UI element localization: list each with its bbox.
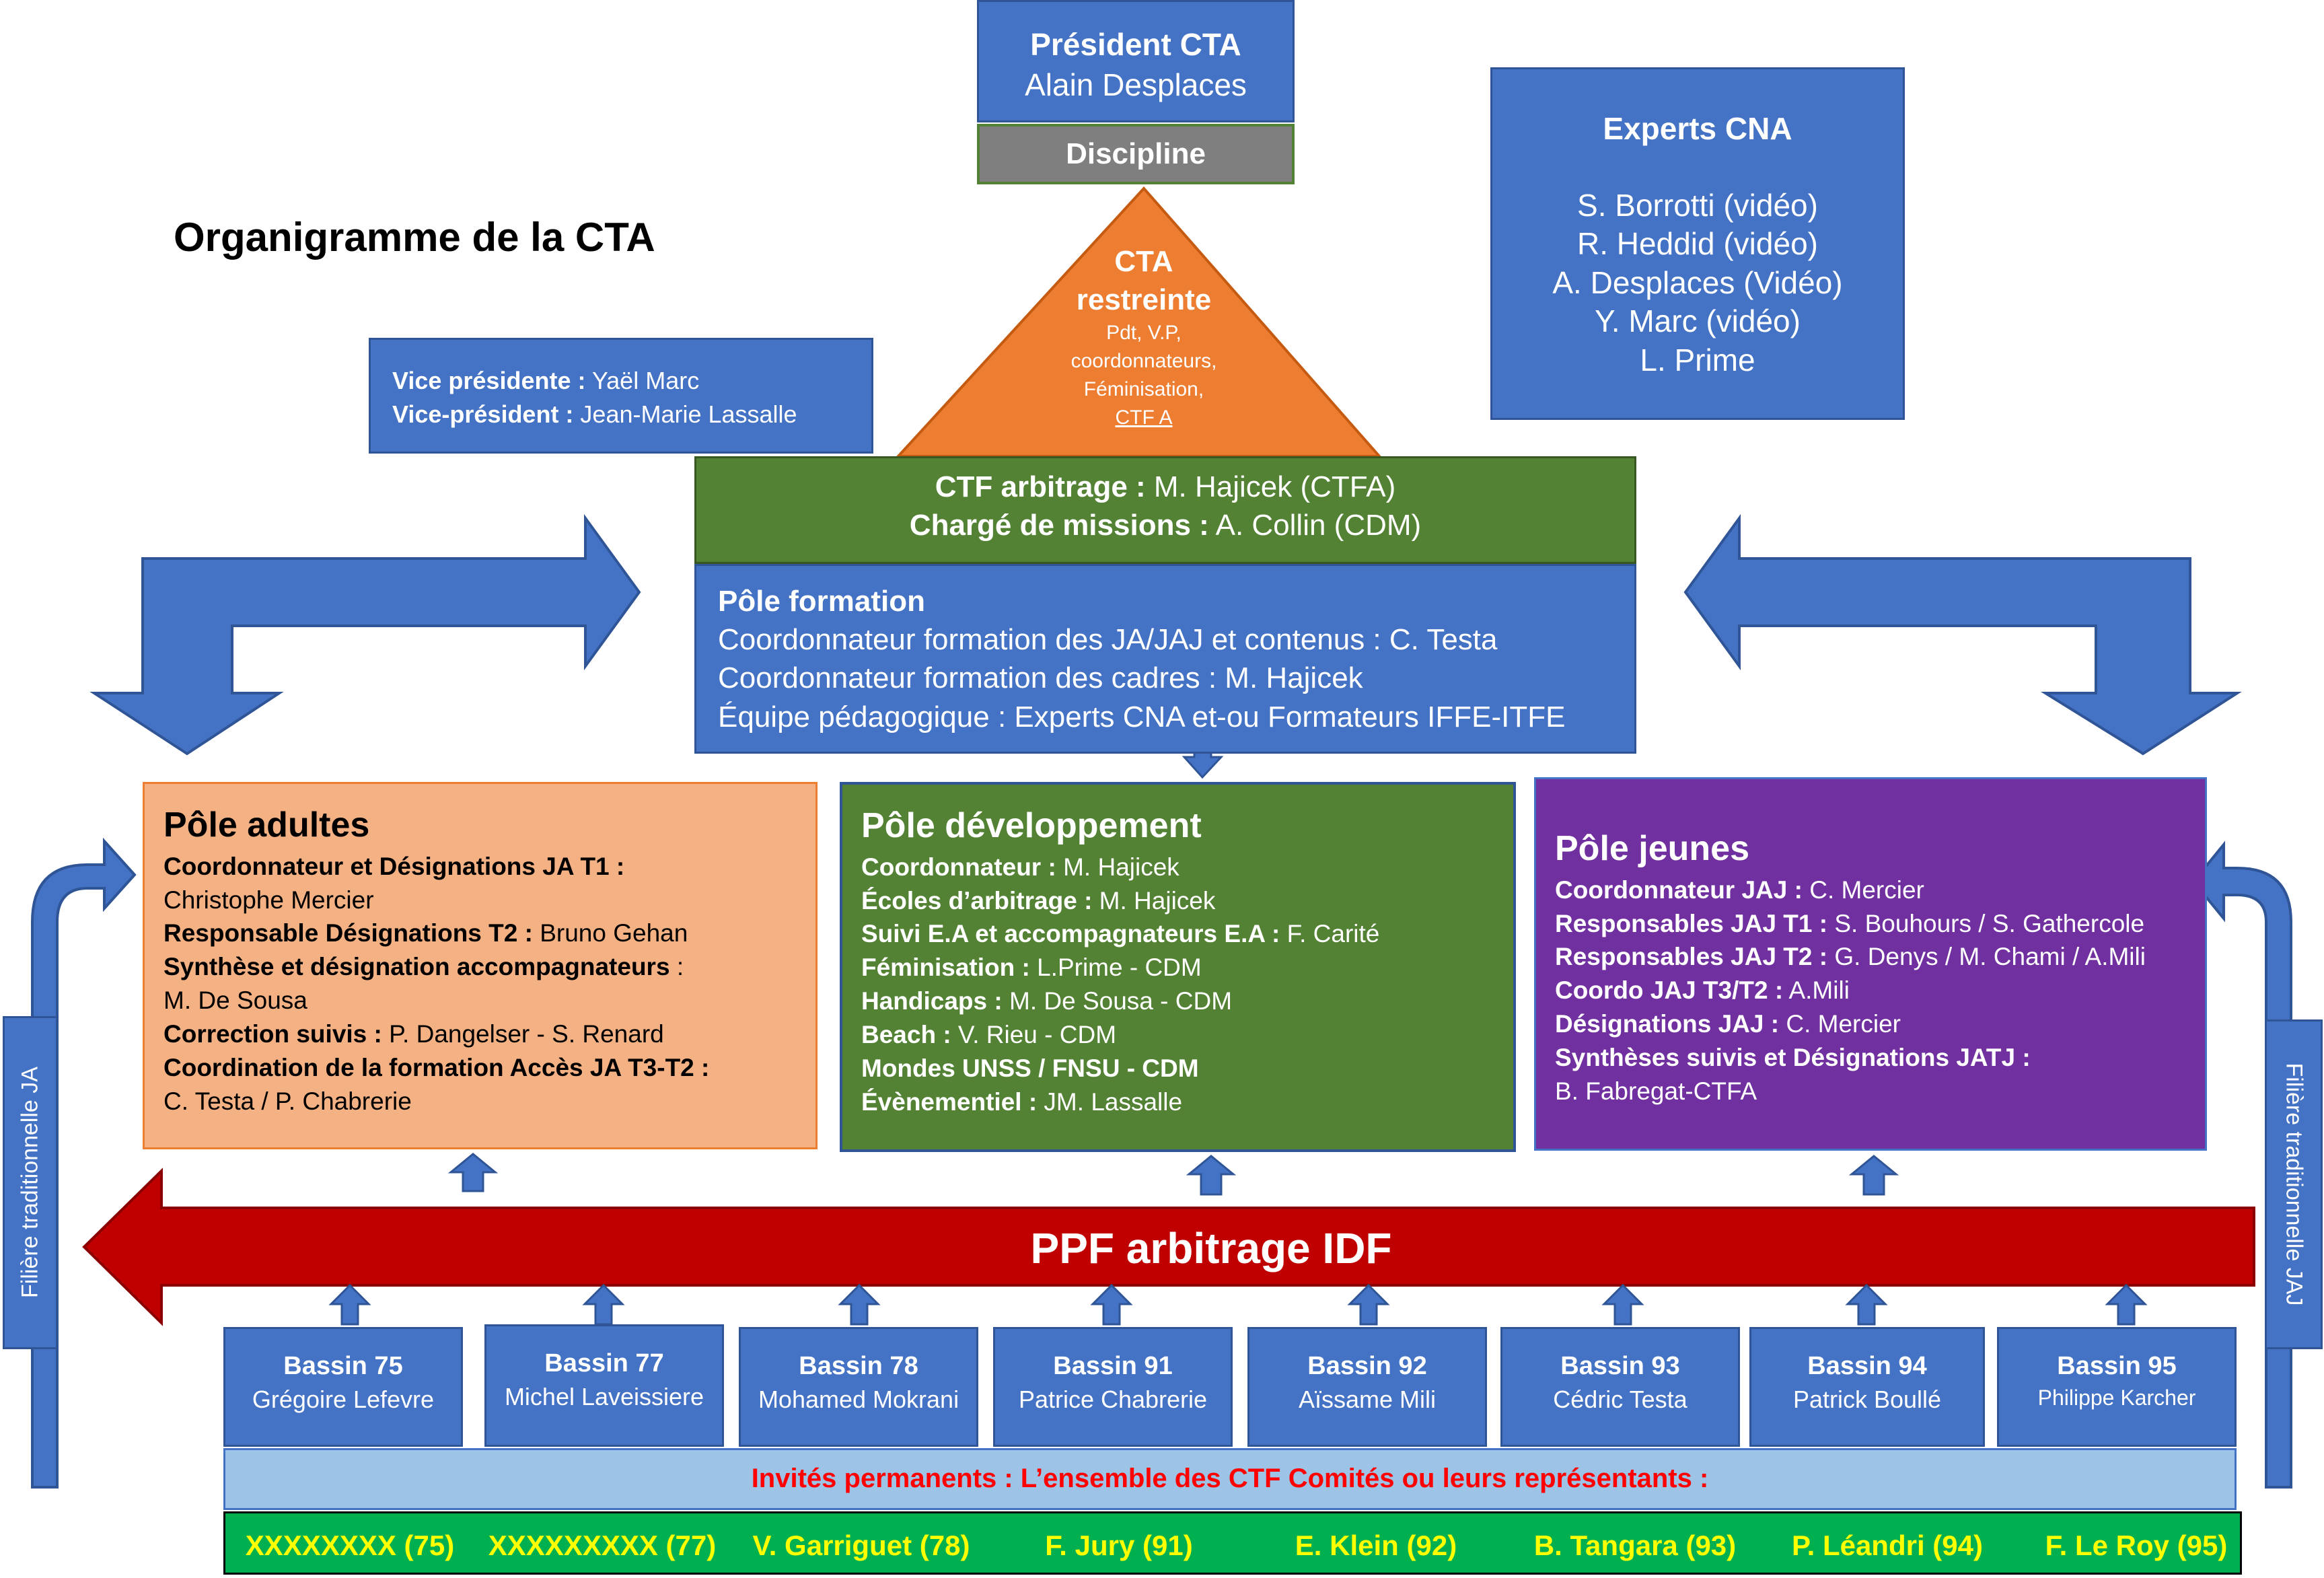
up-arrow-bassin-91 [1090, 1283, 1133, 1326]
expert-item: A. Desplaces (Vidéo) [1552, 264, 1843, 300]
up-arrow-bassin-92 [1347, 1283, 1390, 1326]
up-arrow-bassin-78 [838, 1283, 881, 1326]
pole-developpement-box: Pôle développement Coordonnateur : M. Ha… [840, 782, 1516, 1152]
president-title: Président CTA [1030, 27, 1241, 62]
developpement-line: Écoles d’arbitrage : M. Hajicek [861, 886, 1216, 914]
pole-adultes-box: Pôle adultes Coordonnateur et Désignatio… [143, 782, 818, 1149]
adultes-line: Coordonnateur et Désignations JA T1 : [164, 852, 625, 880]
pole-formation-title: Pôle formation [718, 585, 926, 618]
expert-item: S. Borrotti (vidéo) [1577, 187, 1818, 223]
jeunes-line: Responsables JAJ T2 : G. Denys / M. Cham… [1555, 943, 2146, 971]
up-arrow-adultes [447, 1153, 499, 1192]
cdm-line: Chargé de missions : A. Collin (CDM) [909, 509, 1422, 542]
down-arrow-formation [1182, 751, 1224, 779]
formation-line: Équipe pédagogique : Experts CNA et-ou F… [718, 700, 1566, 733]
vice-president-line: Vice-président : Jean-Marie Lassalle [392, 400, 797, 428]
ppf-arrow [82, 1168, 2255, 1326]
jeunes-line: Coordonnateur JAJ : C. Mercier [1555, 875, 1924, 904]
developpement-line: Coordonnateur : M. Hajicek [861, 853, 1179, 881]
developpement-line: Féminisation : L.Prime - CDM [861, 954, 1202, 982]
pole-adultes-title: Pôle adultes [164, 805, 370, 845]
ctf-comite-item: F. Jury (91) [1045, 1530, 1193, 1561]
jeunes-line: Coordo JAJ T3/T2 : A.Mili [1555, 976, 1850, 1005]
cta-title-1: CTA [1114, 245, 1173, 278]
ctf-comite-item: E. Klein (92) [1295, 1530, 1457, 1561]
formation-line: Coordonnateur formation des cadres : M. … [718, 661, 1363, 695]
jeunes-line: Désignations JAJ : C. Mercier [1555, 1010, 1901, 1038]
president-box: Président CTA Alain Desplaces [977, 0, 1295, 122]
pole-formation-box: Pôle formation Coordonnateur formation d… [694, 564, 1636, 754]
developpement-line: Beach : V. Rieu - CDM [861, 1021, 1117, 1049]
ctf-comite-item: F. Le Roy (95) [2045, 1530, 2228, 1561]
experts-box: Experts CNA S. Borrotti (vidéo) R. Heddi… [1490, 67, 1905, 420]
adultes-line: C. Testa / P. Chabrerie [164, 1087, 412, 1116]
expert-item: R. Heddid (vidéo) [1577, 226, 1818, 261]
filiere-right-box [2265, 1019, 2323, 1349]
ctf-comite-item: B. Tangara (93) [1533, 1530, 1737, 1561]
ctf-line: CTF arbitrage : M. Hajicek (CTFA) [935, 470, 1396, 503]
up-arrow-bassin-94 [1845, 1283, 1888, 1326]
vice-presidents-box: Vice présidente : Yaël Marc Vice-préside… [369, 338, 873, 454]
left-bent-arrow [89, 513, 641, 756]
experts-title: Experts CNA [1603, 111, 1792, 146]
cta-restreinte-text: CTA restreinte Pdt, V.P, coordonnateurs,… [1036, 242, 1251, 432]
filiere-right-label: Filière traditionnelle JAJ [2281, 1063, 2307, 1306]
pole-jeunes-title: Pôle jeunes [1555, 829, 1749, 868]
president-name: Alain Desplaces [1025, 67, 1247, 102]
cta-line-4: CTF A [1115, 406, 1173, 429]
up-arrow-bassin-95 [2105, 1283, 2148, 1326]
pole-jeunes-box: Pôle jeunes Coordonnateur JAJ : C. Merci… [1534, 777, 2207, 1151]
cta-line-3: Féminisation, [1083, 378, 1204, 401]
expert-item: L. Prime [1640, 342, 1755, 378]
jeunes-line: Responsables JAJ T1 : S. Bouhours / S. G… [1555, 909, 2145, 937]
up-arrow-developpement [1186, 1155, 1237, 1196]
adultes-line: Coordination de la formation Accès JA T3… [164, 1054, 710, 1082]
cta-line-2: coordonnateurs, [1070, 350, 1217, 373]
pole-developpement-title: Pôle développement [861, 806, 1202, 845]
adultes-line: Synthèse et désignation accompagnateurs … [164, 953, 684, 981]
invites-bar: Invités permanents : L’ensemble des CTF … [223, 1448, 2237, 1510]
formation-line: Coordonnateur formation des JA/JAJ et co… [718, 623, 1498, 657]
ctf-comite-item: V. Garriguet (78) [752, 1530, 970, 1561]
right-bent-arrow [1683, 513, 2242, 756]
developpement-line: Handicaps : M. De Sousa - CDM [861, 987, 1233, 1015]
ppf-label: PPF arbitrage IDF [1030, 1224, 1392, 1272]
jeunes-line: Synthèses suivis et Désignations JATJ : [1555, 1044, 2031, 1072]
jeunes-line: B. Fabregat-CTFA [1555, 1077, 1757, 1106]
cta-title-2: restreinte [1076, 283, 1212, 317]
up-arrow-jeunes [1848, 1155, 1899, 1196]
developpement-line: Mondes UNSS / FNSU - CDM [861, 1054, 1199, 1083]
expert-item: Y. Marc (vidéo) [1595, 303, 1801, 338]
adultes-line: Correction suivis : P. Dangelser - S. Re… [164, 1020, 664, 1048]
ctf-comite-item: P. Léandri (94) [1792, 1530, 1983, 1561]
ctf-arbitrage-box: CTF arbitrage : M. Hajicek (CTFA) Chargé… [694, 456, 1636, 564]
up-arrow-bassin-75 [328, 1283, 371, 1326]
vice-presidente-line: Vice présidente : Yaël Marc [392, 367, 700, 394]
ctf-comite-item: XXXXXXXXX (77) [488, 1530, 717, 1561]
filiere-left-box [3, 1016, 58, 1349]
up-arrow-bassin-77 [582, 1283, 625, 1326]
adultes-line: Responsable Désignations T2 : Bruno Geha… [164, 919, 688, 947]
ctf-comite-item: XXXXXXXX (75) [245, 1530, 455, 1561]
developpement-line: Suivi E.A et accompagnateurs E.A : F. Ca… [861, 920, 1380, 948]
adultes-line: Christophe Mercier [164, 886, 374, 914]
filiere-left-label: Filière traditionnelle JA [17, 1067, 43, 1298]
cta-line-1: Pdt, V.P, [1106, 322, 1182, 345]
adultes-line: M. De Sousa [164, 987, 307, 1015]
page-title: Organigramme de la CTA [174, 215, 655, 260]
developpement-line: Évènementiel : JM. Lassalle [861, 1088, 1183, 1116]
ctf-comites-bar: XXXXXXXX (75) XXXXXXXXX (77) V. Garrigue… [223, 1511, 2242, 1575]
discipline-box: Discipline [977, 124, 1295, 184]
up-arrow-bassin-93 [1601, 1283, 1644, 1326]
